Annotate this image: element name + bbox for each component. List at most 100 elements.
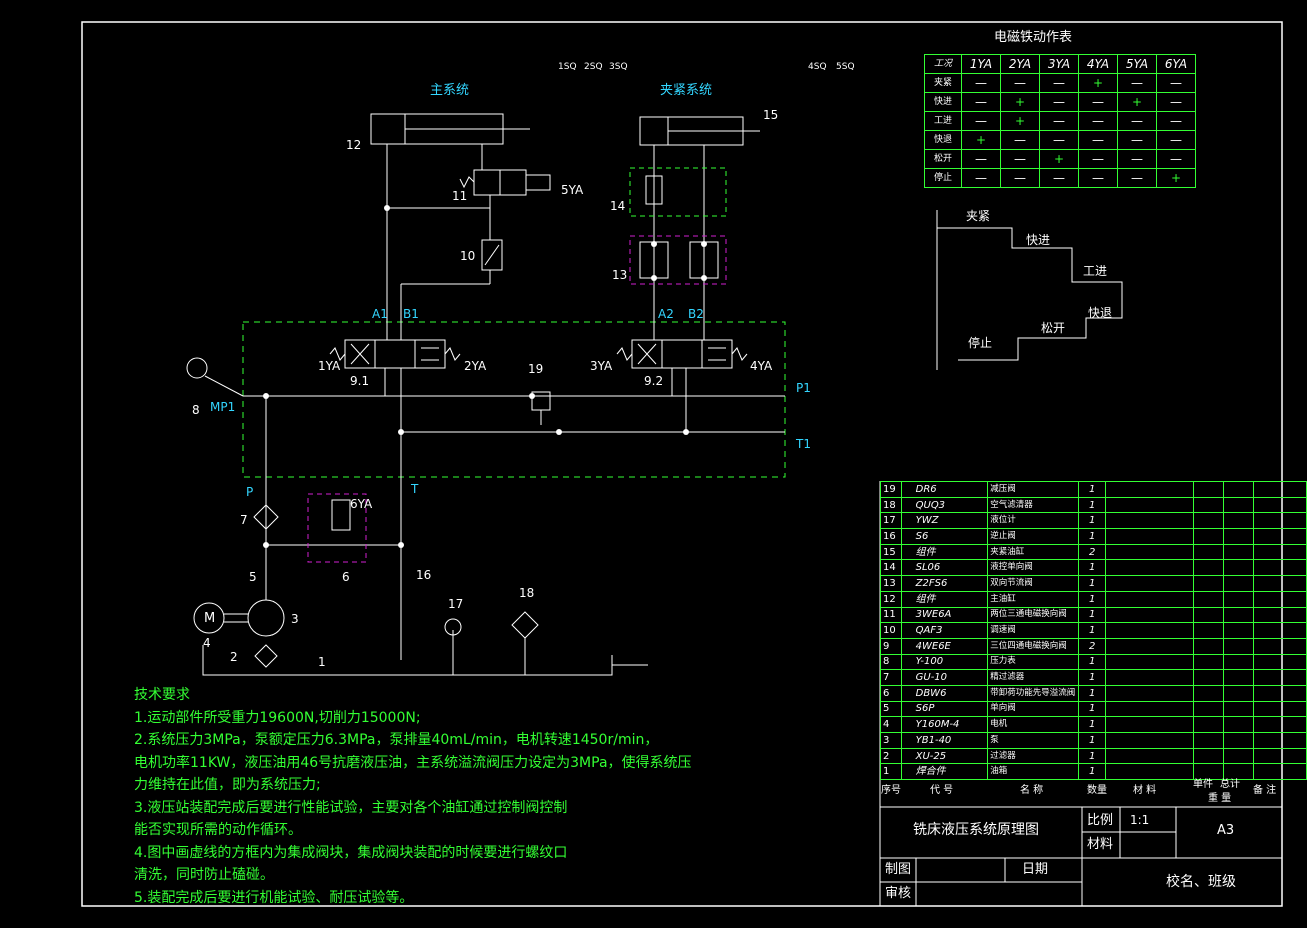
part-name-cell: 夹紧油缸 [987,543,1080,561]
empty-cell [1253,543,1307,561]
part-code-cell: 组件 [900,543,989,561]
component-19: 19 [528,362,544,376]
empty-cell [1253,559,1307,577]
empty-cell [1253,528,1307,545]
state-cell: — [1117,149,1157,169]
part-code-cell: 3WE6A [900,606,989,624]
table-row: 快进—+——+— [924,92,1196,112]
empty-cell [1193,528,1225,545]
empty-cell [1105,669,1195,686]
component-3: 3 [291,612,299,626]
condition-cell: 松开 [924,149,962,169]
empty-cell [1105,512,1195,530]
component-5: 5 [249,570,257,584]
parts-header-total: 总计 [1220,779,1240,790]
part-code-cell: QUQ3 [900,496,989,514]
part-qty-cell: 1 [1078,622,1107,639]
cycle-step-rapid-return: 快退 [1088,306,1113,320]
empty-cell [1193,747,1225,765]
component-11: 11 [452,189,468,203]
part-code-cell: 组件 [900,590,989,608]
table-header-row: 工况 1YA 2YA 3YA 4YA 5YA 6YA [924,54,1196,74]
drawn-label: 制图 [885,862,912,877]
condition-cell: 快进 [924,92,962,112]
part-qty-cell: 1 [1078,590,1107,608]
empty-cell [1253,590,1307,608]
part-code-cell: YB1-40 [900,732,989,749]
state-cell: + [1117,92,1157,112]
state-cell: — [1039,92,1079,112]
tech-title: 技术要求 [134,687,190,703]
empty-cell [1223,763,1255,781]
sol-1ya: 1YA [318,359,341,373]
state-cell: — [1117,168,1157,188]
header-cell: 1YA [961,54,1001,74]
tech-line: 能否实现所需的动作循环。 [134,822,302,838]
part-no-cell: 11 [880,606,902,624]
state-cell: — [1117,130,1157,150]
state-cell: — [1000,73,1040,93]
empty-cell [1193,622,1225,639]
empty-cell [1223,716,1255,733]
part-qty-cell: 1 [1078,481,1107,498]
table-row: 松开——+——— [924,149,1196,169]
part-code-cell: Y-100 [900,653,989,671]
empty-cell [1105,747,1195,765]
part-code-cell: S6 [900,528,989,545]
empty-cell [1193,590,1225,608]
part-qty-cell: 1 [1078,732,1107,749]
state-cell: — [1078,149,1118,169]
state-cell: + [1156,168,1196,188]
state-cell: — [1000,168,1040,188]
state-cell: — [1117,111,1157,131]
technical-requirements: 技术要求 1.运动部件所受重力19600N,切削力15000N; 2.系统压力3… [134,684,734,909]
parts-header-name: 名 称 [1020,785,1044,796]
empty-cell [1223,747,1255,765]
part-name-cell: 精过滤器 [987,669,1080,686]
component-7: 7 [240,513,248,527]
component-2: 2 [230,650,238,664]
switch-1sq: 1SQ [558,62,577,72]
part-name-cell: 过滤器 [987,747,1080,765]
cycle-step-release: 松开 [1041,321,1066,335]
port-b1: B1 [403,307,419,321]
cycle-step-work-feed: 工进 [1083,264,1108,278]
empty-cell [1253,637,1307,655]
component-12: 12 [346,138,362,152]
empty-cell [1105,606,1195,624]
tech-line: 2.系统压力3MPa，泵额定压力6.3MPa，泵排量40mL/min，电机转速1… [134,732,659,748]
port-t: T [411,482,419,496]
empty-cell [1193,653,1225,671]
switch-4sq: 4SQ [808,62,827,72]
empty-cell [1223,575,1255,592]
tech-line: 3.液压站装配完成后要进行性能试验，主要对各个油缸通过控制阀控制 [134,799,568,816]
empty-cell [1253,700,1307,718]
part-name-cell: 液位计 [987,512,1080,530]
part-code-cell: GU-10 [900,669,989,686]
part-name-cell: 两位三通电磁换向阀 [987,606,1080,624]
empty-cell [1193,716,1225,733]
part-qty-cell: 1 [1078,528,1107,545]
part-no-cell: 14 [880,559,902,577]
part-name-cell: 三位四通电磁换向阀 [987,637,1080,655]
tech-line: 4.图中画虚线的方框内为集成阀块，集成阀块装配的时候要进行螺纹口 [134,844,568,861]
empty-cell [1193,669,1225,686]
table-row: 快退+————— [924,130,1196,150]
condition-cell: 快退 [924,130,962,150]
parts-header-qty: 数量 [1087,785,1107,796]
port-mp1: MP1 [210,400,236,414]
empty-cell [1223,559,1255,577]
part-code-cell: DBW6 [900,684,989,702]
header-cell: 3YA [1039,54,1079,74]
part-code-cell: DR6 [900,481,989,498]
empty-cell [1105,543,1195,561]
scale-value: 1:1 [1130,813,1150,827]
